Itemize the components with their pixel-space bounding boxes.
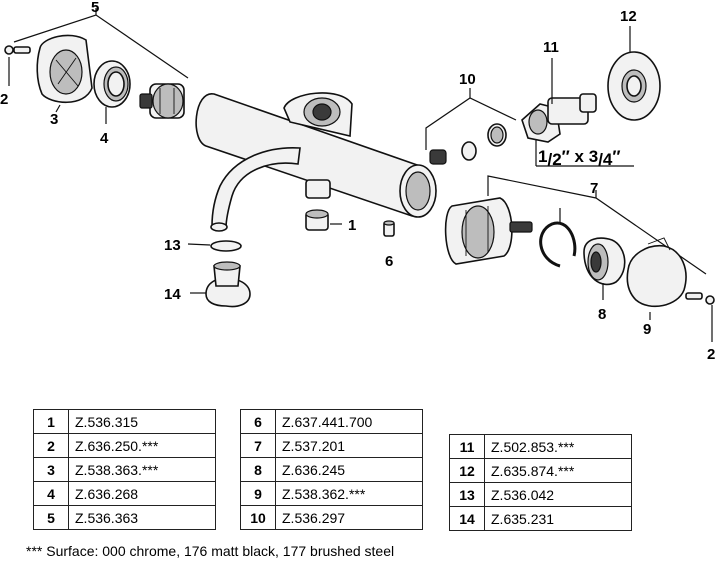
callout-1: 1 <box>348 217 356 234</box>
part-code: Z.635.231 <box>484 506 632 531</box>
part-13-seal <box>187 240 242 252</box>
spout <box>210 147 301 232</box>
part-number: 6 <box>240 409 276 434</box>
exploded-parts-diagram: 5 2 3 4 12 11 10 7 1 6 13 14 8 9 2 1/2″ … <box>0 0 715 363</box>
part-9-handle <box>626 237 687 320</box>
part-number: 12 <box>449 458 485 483</box>
callout-4: 4 <box>100 130 109 147</box>
part-code: Z.636.268 <box>68 481 216 506</box>
callout-bracket-5 <box>13 8 189 79</box>
part-code: Z.536.297 <box>275 505 423 530</box>
part-number: 10 <box>240 505 276 530</box>
part-7-thermostat-cartridge <box>444 197 533 265</box>
callout-12: 12 <box>620 8 637 25</box>
part-number: 13 <box>449 482 485 507</box>
part-code: Z.637.441.700 <box>275 409 423 434</box>
part-1-insert <box>305 209 342 231</box>
part-code: Z.635.874.*** <box>484 458 632 483</box>
part-12-rosette <box>607 26 661 121</box>
part-code: Z.636.245 <box>275 457 423 482</box>
part-number: 8 <box>240 457 276 482</box>
callout-13: 13 <box>164 237 181 254</box>
part-number: 1 <box>33 409 69 434</box>
callout-10: 10 <box>459 71 476 88</box>
callout-5: 5 <box>91 0 99 16</box>
part-number: 5 <box>33 505 69 530</box>
part-number: 7 <box>240 433 276 458</box>
part-code: Z.536.315 <box>68 409 216 434</box>
part-code: Z.538.363.*** <box>68 457 216 482</box>
part-number: 4 <box>33 481 69 506</box>
part-code: Z.538.362.*** <box>275 481 423 506</box>
callout-bracket-7 <box>487 175 707 275</box>
part-10-valve-parts <box>429 123 507 165</box>
part-number: 3 <box>33 457 69 482</box>
callout-bracket-10 <box>425 88 517 150</box>
thread-size-label: 1/2″ x 3/4″ <box>538 147 621 169</box>
callout-3: 3 <box>50 111 58 128</box>
part-6-pin <box>383 220 395 237</box>
callout-14: 14 <box>164 286 181 303</box>
part-number: 11 <box>449 434 485 459</box>
callout-6: 6 <box>385 253 393 270</box>
part-5-cartridge-left <box>139 83 185 119</box>
callout-9: 9 <box>643 321 651 338</box>
surface-footnote: *** Surface: 000 chrome, 176 matt black,… <box>26 543 395 559</box>
callout-2-left: 2 <box>0 91 8 108</box>
part-number: 14 <box>449 506 485 531</box>
callout-7: 7 <box>590 180 598 197</box>
part-2-screw-right <box>685 292 715 342</box>
part-code: Z.536.042 <box>484 482 632 507</box>
part-14-aerator <box>190 261 251 308</box>
part-2-screw-left <box>4 45 31 86</box>
callout-8: 8 <box>598 306 606 323</box>
callout-2-right: 2 <box>707 346 715 363</box>
part-4-ring <box>93 60 131 124</box>
part-number: 2 <box>33 433 69 458</box>
callout-11: 11 <box>543 39 559 56</box>
part-7-clip-ring <box>539 221 577 268</box>
part-code: Z.636.250.*** <box>68 433 216 458</box>
part-code: Z.536.363 <box>68 505 216 530</box>
part-8-nut <box>583 237 626 300</box>
mixer-body <box>195 92 437 218</box>
part-3-handle-cap <box>36 34 93 113</box>
part-code: Z.502.853.*** <box>484 434 632 459</box>
part-number: 9 <box>240 481 276 506</box>
part-code: Z.537.201 <box>275 433 423 458</box>
part-11-connector <box>521 58 634 167</box>
